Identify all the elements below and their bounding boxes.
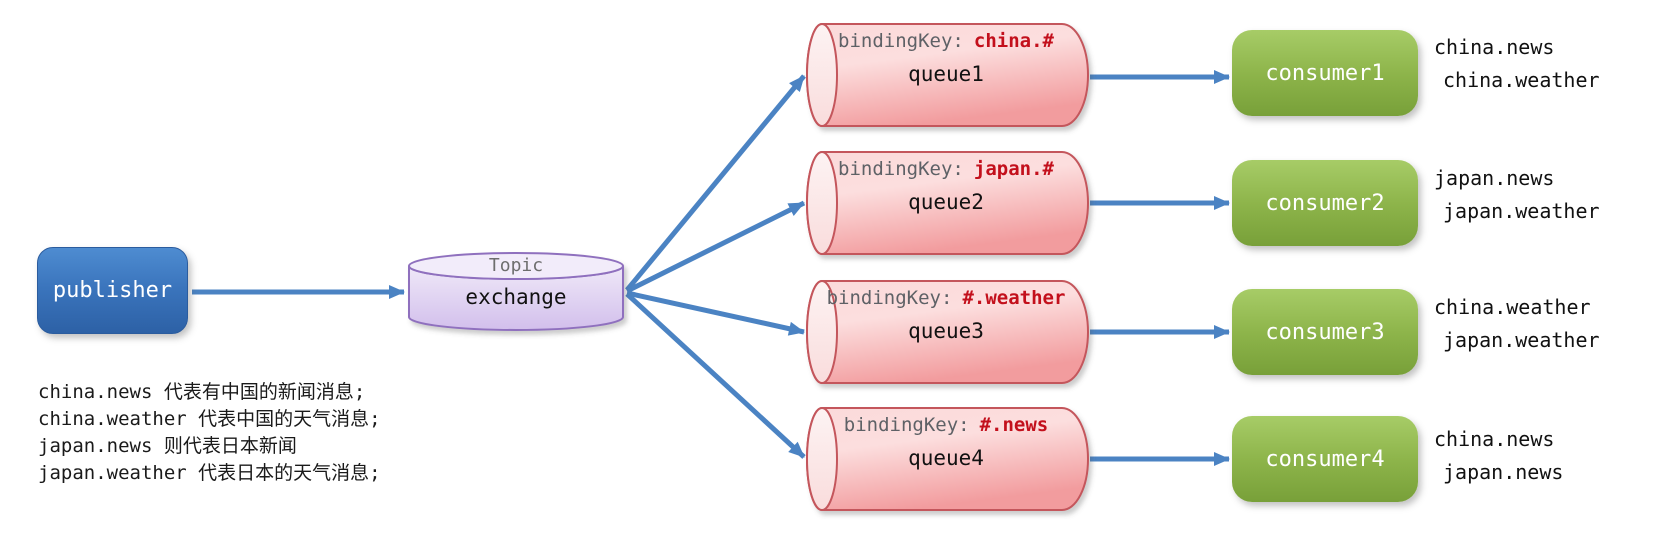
topic-line: china.news bbox=[1434, 427, 1555, 451]
consumer4-topics: china.news japan.news bbox=[1434, 423, 1563, 489]
consumer3-node: consumer3 bbox=[1232, 289, 1418, 375]
consumer3-topics: china.weather japan.weather bbox=[1434, 291, 1600, 357]
queue1-binding: bindingKey: china.# bbox=[812, 30, 1080, 52]
queue2-name: queue2 bbox=[908, 190, 984, 214]
note-line: japan.news 则代表日本新闻 bbox=[38, 435, 297, 457]
exchange-top-ellipse bbox=[408, 252, 624, 280]
consumer3-label: consumer3 bbox=[1265, 319, 1385, 345]
consumer1-label: consumer1 bbox=[1265, 60, 1385, 86]
queue3-cap bbox=[806, 280, 838, 384]
queue4-cylinder bbox=[806, 407, 1089, 511]
exchange-name-label: exchange bbox=[465, 285, 567, 309]
legend-notes: china.news 代表有中国的新闻消息; china.weather 代表中… bbox=[38, 379, 381, 487]
topic-line: japan.news bbox=[1443, 460, 1564, 484]
consumer4-label: consumer4 bbox=[1265, 446, 1385, 472]
exchange-queue4-arrow bbox=[625, 292, 806, 459]
queue1-cap bbox=[806, 23, 838, 127]
topic-line: china.news bbox=[1434, 35, 1555, 59]
consumer1-topics: china.news china.weather bbox=[1434, 31, 1600, 97]
note-line: china.news 代表有中国的新闻消息; bbox=[38, 381, 366, 403]
note-line: japan.weather 代表日本的天气消息; bbox=[38, 462, 381, 484]
exchange-queue2-arrow bbox=[625, 200, 806, 294]
consumer2-label: consumer2 bbox=[1265, 190, 1385, 216]
queue3-binding: bindingKey: #.weather bbox=[812, 287, 1080, 309]
topic-line: japan.weather bbox=[1443, 328, 1600, 352]
consumer4-node: consumer4 bbox=[1232, 416, 1418, 502]
binding-key-value: #.news bbox=[979, 414, 1049, 436]
queue4-cap bbox=[806, 407, 838, 511]
arrows bbox=[192, 70, 1230, 466]
note-line: china.weather 代表中国的天气消息; bbox=[38, 408, 381, 430]
publisher-label: publisher bbox=[52, 278, 173, 303]
binding-key-value: #.weather bbox=[962, 287, 1066, 309]
topic-line: china.weather bbox=[1443, 68, 1600, 92]
queue2-cap bbox=[806, 151, 838, 255]
binding-key-label: bindingKey: bbox=[826, 287, 953, 309]
queue2-cylinder bbox=[806, 151, 1089, 255]
queue2-binding: bindingKey: japan.# bbox=[812, 158, 1080, 180]
binding-key-value: china.# bbox=[973, 30, 1054, 52]
exchange-queue1-arrow bbox=[625, 74, 806, 292]
exchange-type-label: Topic bbox=[488, 255, 544, 276]
binding-key-label: bindingKey: bbox=[843, 414, 970, 436]
queue1-name: queue1 bbox=[908, 62, 984, 86]
binding-key-label: bindingKey: bbox=[838, 158, 964, 180]
binding-key-label: bindingKey: bbox=[838, 30, 964, 52]
topic-line: japan.news bbox=[1434, 166, 1555, 190]
queue4-name: queue4 bbox=[908, 446, 984, 470]
consumer2-node: consumer2 bbox=[1232, 160, 1418, 246]
topic-line: japan.weather bbox=[1443, 199, 1600, 223]
binding-key-value: japan.# bbox=[973, 158, 1054, 180]
topic-line: china.weather bbox=[1434, 295, 1591, 319]
queue4-binding: bindingKey: #.news bbox=[812, 414, 1080, 436]
queue-cylinders bbox=[806, 23, 1089, 511]
exchange-cylinder bbox=[408, 252, 624, 331]
queue3-name: queue3 bbox=[908, 319, 984, 343]
consumer1-node: consumer1 bbox=[1232, 30, 1418, 116]
exchange-queue3-arrow bbox=[626, 290, 805, 336]
queue3-cylinder bbox=[806, 280, 1089, 384]
consumer2-topics: japan.news japan.weather bbox=[1434, 162, 1600, 228]
publisher-node: publisher bbox=[37, 247, 188, 334]
queue1-cylinder bbox=[806, 23, 1089, 127]
